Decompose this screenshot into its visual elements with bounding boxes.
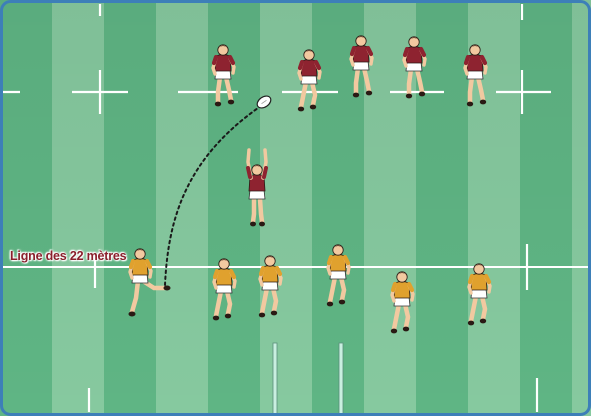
twenty-two-metre-label: Ligne des 22 mètres (10, 249, 126, 263)
